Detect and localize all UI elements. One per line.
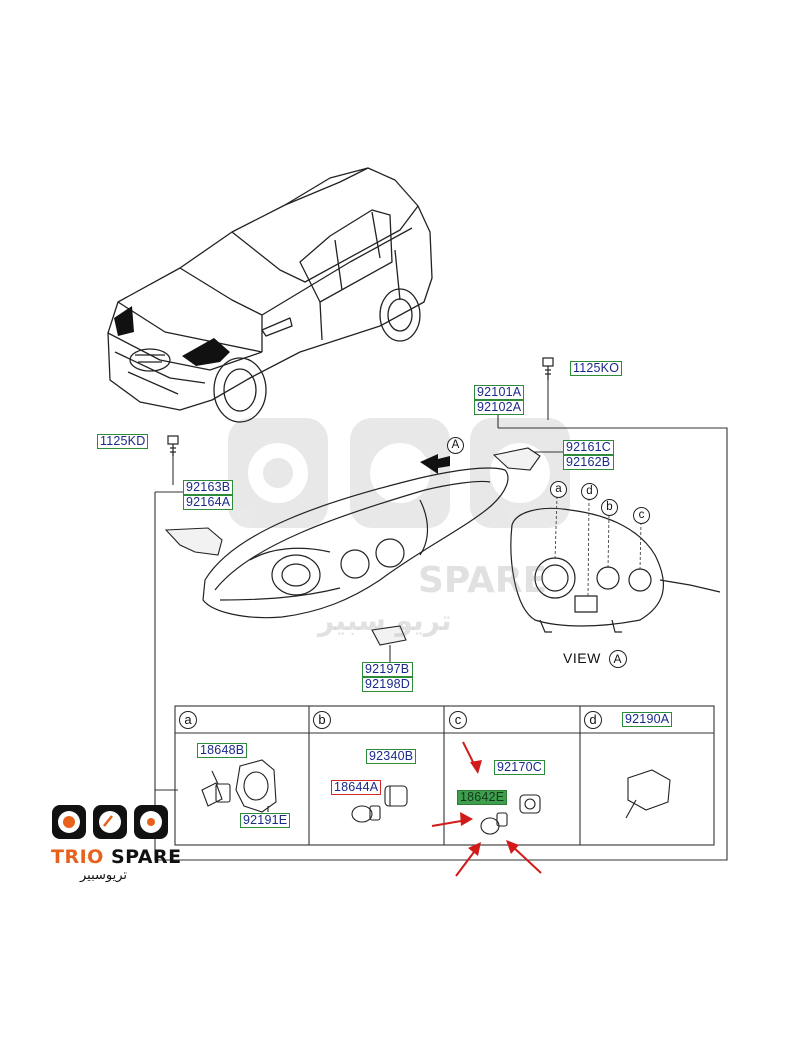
label-18642e-highlighted: 18642E <box>457 790 508 805</box>
logo-brand-spare: SPARE <box>110 846 182 868</box>
cap-92191e <box>235 759 277 813</box>
attention-arrows <box>431 741 542 877</box>
label-92101a: 92101A <box>474 385 525 400</box>
view-arrow-callout: A <box>447 437 464 454</box>
view-a-label: VIEW A <box>563 650 627 668</box>
callout-b: b <box>601 499 618 516</box>
bolt-1125ko <box>542 357 554 380</box>
socket-92170c <box>519 794 541 814</box>
watermark-arabic: تريو سبير <box>318 604 452 637</box>
label-92163b: 92163B <box>183 480 234 495</box>
socket-92340b <box>384 785 408 807</box>
label-18644a: 18644A <box>331 780 382 795</box>
bulb-18648b <box>201 770 231 807</box>
label-1125kd: 1125KD <box>97 434 149 449</box>
view-text: VIEW <box>563 650 601 666</box>
bracket-92161c <box>492 447 541 471</box>
label-92197b: 92197B <box>362 662 413 677</box>
cell-header-b: b <box>313 711 331 729</box>
view-arrow <box>420 454 450 474</box>
logo-brand-text: TRIO SPARE <box>51 846 182 868</box>
label-92191e: 92191E <box>240 813 291 828</box>
watermark-logo <box>228 418 570 528</box>
view-letter: A <box>608 650 627 668</box>
callout-a: a <box>550 481 567 498</box>
cell-header-d: d <box>584 711 602 729</box>
logo-arabic-text: تريوسبير <box>80 868 128 883</box>
bulb-18644a <box>351 805 381 823</box>
assembly-frame <box>154 374 728 861</box>
bolt-1125kd <box>167 435 179 456</box>
headlamp-highlight <box>114 306 230 366</box>
label-1125ko: 1125KO <box>570 361 623 376</box>
lamp-rear-view <box>510 507 721 633</box>
label-92162b: 92162B <box>563 455 614 470</box>
brand-logo <box>52 805 168 839</box>
bulb-18642e <box>480 812 508 835</box>
cell-header-a: a <box>179 711 197 729</box>
logo-brand-trio: TRIO <box>51 846 104 868</box>
vehicle-illustration <box>107 167 433 423</box>
bracket-92163b <box>164 527 223 556</box>
label-92161c: 92161C <box>563 440 614 455</box>
label-92102a: 92102A <box>474 400 525 415</box>
label-92340b: 92340B <box>366 749 417 764</box>
module-92190a <box>625 769 671 819</box>
label-18648b: 18648B <box>197 743 248 758</box>
watermark-latin: SPARE <box>418 560 548 601</box>
label-92198d: 92198D <box>362 677 413 692</box>
callout-d: d <box>581 483 598 500</box>
callout-leaders <box>554 495 642 599</box>
callout-c: c <box>633 507 650 524</box>
label-92190a: 92190A <box>622 712 673 727</box>
cell-header-c: c <box>449 711 467 729</box>
label-92164a: 92164A <box>183 495 234 510</box>
label-92170c: 92170C <box>494 760 545 775</box>
headlamp-assembly <box>202 467 509 619</box>
bracket-92197b <box>371 625 407 646</box>
